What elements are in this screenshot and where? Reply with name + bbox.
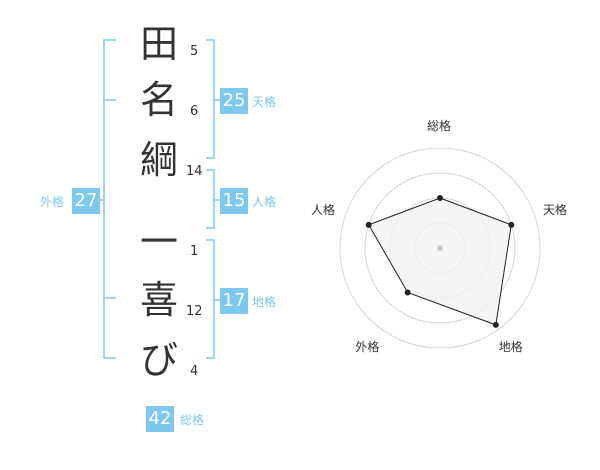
tenkaku-score-badge: 25 <box>220 88 248 114</box>
radar-axis-label-4: 外格 <box>355 339 380 354</box>
chikaku-score-badge: 17 <box>220 288 248 314</box>
radar-center <box>437 245 443 251</box>
stroke-count-2: 6 <box>190 104 199 119</box>
gaikaku-score-badge: 27 <box>72 188 100 214</box>
tenkaku-label: 天格 <box>252 95 277 109</box>
soukaku-score-badge: 42 <box>146 406 174 432</box>
stroke-count-4: 1 <box>190 244 199 259</box>
stroke-count-1: 5 <box>190 44 199 59</box>
soukaku-label: 総格 <box>180 413 205 427</box>
radar-axis-label-1: 総格 <box>427 119 452 133</box>
radar-polygon <box>367 197 512 326</box>
name-char-2: 名 <box>139 78 178 122</box>
radar-point-5 <box>365 221 372 228</box>
radar-point-3 <box>492 321 499 328</box>
name-char-5: 喜 <box>139 278 178 322</box>
jinkaku-bracket <box>206 169 215 229</box>
chikaku-bracket <box>206 239 215 359</box>
radar-point-4 <box>404 289 411 296</box>
stroke-count-5: 12 <box>186 304 203 319</box>
name-char-1: 田 <box>139 22 178 66</box>
jinkaku-label: 人格 <box>252 195 277 209</box>
gaikaku-label: 外格 <box>40 195 65 209</box>
stroke-count-6: 4 <box>190 364 199 379</box>
chikaku-label: 地格 <box>252 295 277 309</box>
jinkaku-score-badge: 15 <box>220 188 248 214</box>
stroke-count-3: 14 <box>186 164 203 179</box>
name-char-3: 綱 <box>139 138 178 182</box>
radar-ring-4 <box>339 147 541 349</box>
radar-point-1 <box>437 195 443 201</box>
gaikaku-bracket <box>103 39 116 359</box>
radar-axis-label-5: 人格 <box>310 203 335 218</box>
radar-axis-label-2: 天格 <box>543 203 568 218</box>
radar-ring-3 <box>364 172 516 324</box>
radar-point-2 <box>508 221 515 228</box>
name-char-6: び <box>139 338 178 382</box>
name-char-4: 一 <box>139 220 178 264</box>
tenkaku-bracket <box>206 39 215 159</box>
radar-axis-label-3: 地格 <box>498 339 523 354</box>
